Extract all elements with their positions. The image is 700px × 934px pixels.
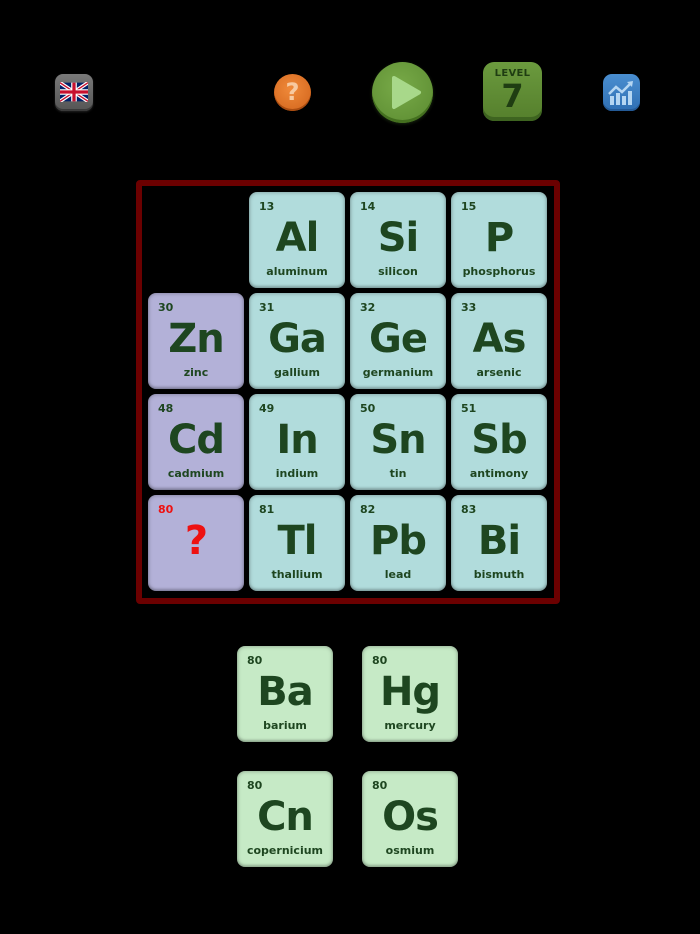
answer-choice-copernicium[interactable]: 80 Cn copernicium bbox=[237, 771, 333, 867]
element-tile: 49 In indium bbox=[249, 394, 345, 490]
element-symbol: As bbox=[472, 316, 527, 362]
atomic-number: 51 bbox=[461, 402, 477, 415]
element-name: osmium bbox=[385, 844, 435, 857]
element-tile: 48 Cd cadmium bbox=[148, 394, 244, 490]
element-name: indium bbox=[275, 467, 319, 480]
play-button[interactable] bbox=[372, 62, 433, 123]
element-name: germanium bbox=[362, 366, 434, 379]
atomic-number: 14 bbox=[360, 200, 376, 213]
atomic-number: 50 bbox=[360, 402, 376, 415]
element-name: mercury bbox=[384, 719, 436, 732]
atomic-number: 81 bbox=[259, 503, 275, 516]
periodic-table-board: 13 Al aluminum 14 Si silicon 15 P phosph… bbox=[136, 180, 560, 604]
element-symbol: Hg bbox=[379, 669, 441, 715]
element-name: lead bbox=[384, 568, 412, 581]
element-name: bismuth bbox=[473, 568, 525, 581]
answer-choice-mercury[interactable]: 80 Hg mercury bbox=[362, 646, 458, 742]
element-tile: 51 Sb antimony bbox=[451, 394, 547, 490]
element-tile: 15 P phosphorus bbox=[451, 192, 547, 288]
element-name: zinc bbox=[183, 366, 209, 379]
uk-flag-icon bbox=[60, 82, 88, 102]
element-symbol: Cn bbox=[257, 794, 314, 840]
element-name: tin bbox=[389, 467, 407, 480]
element-tile: 32 Ge germanium bbox=[350, 293, 446, 389]
element-name: gallium bbox=[274, 366, 320, 379]
atomic-number: 15 bbox=[461, 200, 477, 213]
atomic-number: 31 bbox=[259, 301, 275, 314]
element-symbol: Sn bbox=[370, 417, 426, 463]
element-tile: 50 Sn tin bbox=[350, 394, 446, 490]
question-mark-icon: ? bbox=[184, 518, 208, 564]
level-indicator[interactable]: LEVEL 7 bbox=[483, 62, 542, 121]
element-name: antimony bbox=[469, 467, 529, 480]
answer-choice-barium[interactable]: 80 Ba barium bbox=[237, 646, 333, 742]
atomic-number: 80 bbox=[372, 654, 388, 667]
atomic-number: 80 bbox=[247, 654, 263, 667]
element-name: silicon bbox=[378, 265, 418, 278]
play-icon bbox=[392, 76, 421, 109]
element-symbol: In bbox=[276, 417, 318, 463]
element-tile: 14 Si silicon bbox=[350, 192, 446, 288]
language-button[interactable] bbox=[55, 74, 93, 111]
element-tile: 82 Pb lead bbox=[350, 495, 446, 591]
element-symbol: P bbox=[484, 215, 514, 261]
atomic-number: 32 bbox=[360, 301, 376, 314]
element-tile: 30 Zn zinc bbox=[148, 293, 244, 389]
atomic-number: 33 bbox=[461, 301, 477, 314]
element-symbol: Sb bbox=[471, 417, 527, 463]
atomic-number: 48 bbox=[158, 402, 174, 415]
chart-trend-icon bbox=[608, 81, 633, 105]
level-number: 7 bbox=[501, 77, 524, 115]
element-tile: 13 Al aluminum bbox=[249, 192, 345, 288]
element-name: barium bbox=[263, 719, 307, 732]
element-symbol: Cd bbox=[168, 417, 225, 463]
element-symbol: Si bbox=[377, 215, 420, 261]
element-name: phosphorus bbox=[462, 265, 536, 278]
element-name: thallium bbox=[271, 568, 323, 581]
element-tile: 33 As arsenic bbox=[451, 293, 547, 389]
missing-element-slot[interactable]: 80 ? bbox=[148, 495, 244, 591]
element-name: aluminum bbox=[266, 265, 328, 278]
atomic-number: 80 bbox=[372, 779, 388, 792]
atomic-number: 80 bbox=[158, 503, 174, 516]
question-mark-icon: ? bbox=[285, 78, 300, 106]
element-name: cadmium bbox=[167, 467, 225, 480]
element-symbol: Al bbox=[275, 215, 320, 261]
element-symbol: Ga bbox=[268, 316, 327, 362]
element-symbol: Ge bbox=[369, 316, 428, 362]
element-symbol: Bi bbox=[477, 518, 521, 564]
element-symbol: Pb bbox=[370, 518, 427, 564]
element-tile: 31 Ga gallium bbox=[249, 293, 345, 389]
atomic-number: 83 bbox=[461, 503, 477, 516]
element-symbol: Ba bbox=[257, 669, 313, 715]
element-symbol: Zn bbox=[168, 316, 224, 362]
level-label: LEVEL bbox=[494, 68, 531, 79]
element-name: copernicium bbox=[246, 844, 324, 857]
atomic-number: 49 bbox=[259, 402, 275, 415]
element-symbol: Os bbox=[382, 794, 439, 840]
element-symbol: Tl bbox=[277, 518, 318, 564]
answer-choice-osmium[interactable]: 80 Os osmium bbox=[362, 771, 458, 867]
stats-button[interactable] bbox=[603, 74, 640, 111]
atomic-number: 80 bbox=[247, 779, 263, 792]
atomic-number: 82 bbox=[360, 503, 376, 516]
atomic-number: 30 bbox=[158, 301, 174, 314]
element-tile: 81 Tl thallium bbox=[249, 495, 345, 591]
element-tile: 83 Bi bismuth bbox=[451, 495, 547, 591]
atomic-number: 13 bbox=[259, 200, 275, 213]
help-button[interactable]: ? bbox=[274, 74, 311, 111]
element-name: arsenic bbox=[476, 366, 522, 379]
